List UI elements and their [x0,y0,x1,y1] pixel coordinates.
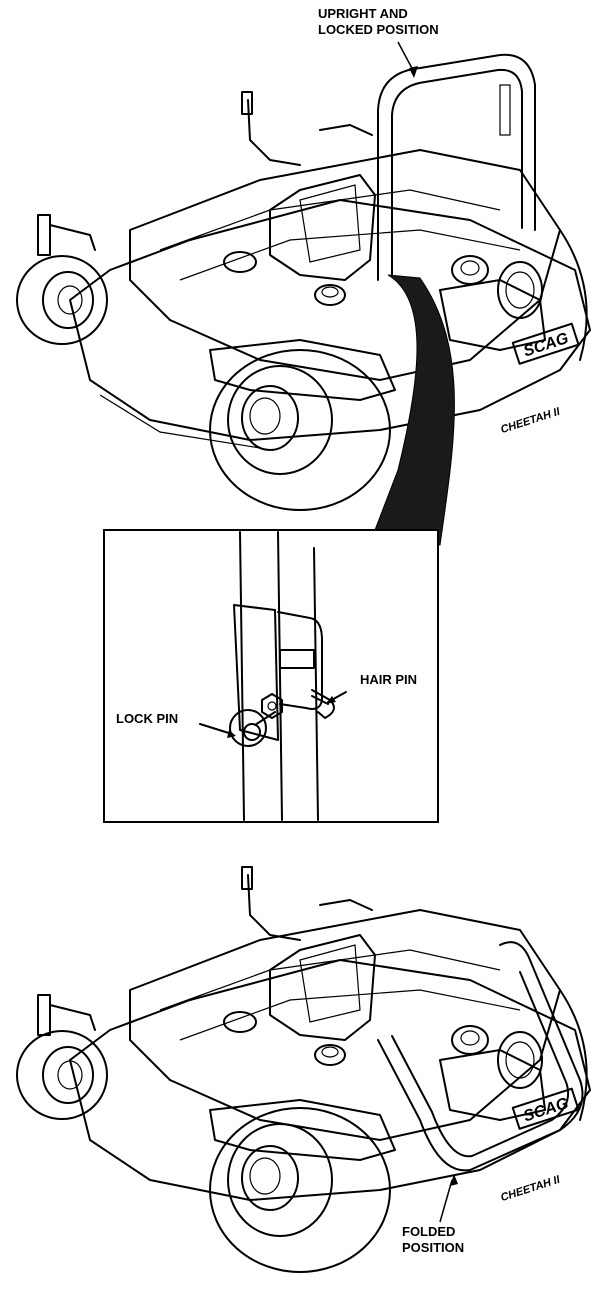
chassis-2 [129,909,561,1141]
front-caster-wheel [16,214,108,345]
chassis [129,149,561,381]
rear-drive-wheel [209,349,391,511]
control-lever-right [319,124,373,136]
mower-folded: SCAG CHEETAH II [16,866,591,1273]
model-text-2: CHEETAH II [499,1173,562,1204]
engine [439,255,546,351]
rear-fender [209,339,396,401]
rear-drive-wheel-2 [209,1107,391,1273]
folded-position-label: FOLDED POSITION [402,1224,465,1255]
lock-pin [229,709,276,747]
lock-pin-detail-inset [103,529,439,823]
seat [269,174,376,281]
seat-2 [269,934,376,1041]
rops-upright [377,53,536,281]
control-lever-left [247,99,301,166]
hair-pin-label: HAIR PIN [360,672,418,687]
model-text: CHEETAH II [499,405,562,436]
upright-locked-position-label: UPRIGHT AND LOCKED POSITION [318,6,439,37]
engine-2 [439,1025,546,1121]
lock-pin-label: LOCK PIN [116,711,179,726]
callout-ribbon [374,274,455,546]
front-caster-wheel-2 [16,994,108,1120]
mower-upright: SCAG CHEETAH II [16,41,591,546]
rops-folded [377,941,584,1172]
